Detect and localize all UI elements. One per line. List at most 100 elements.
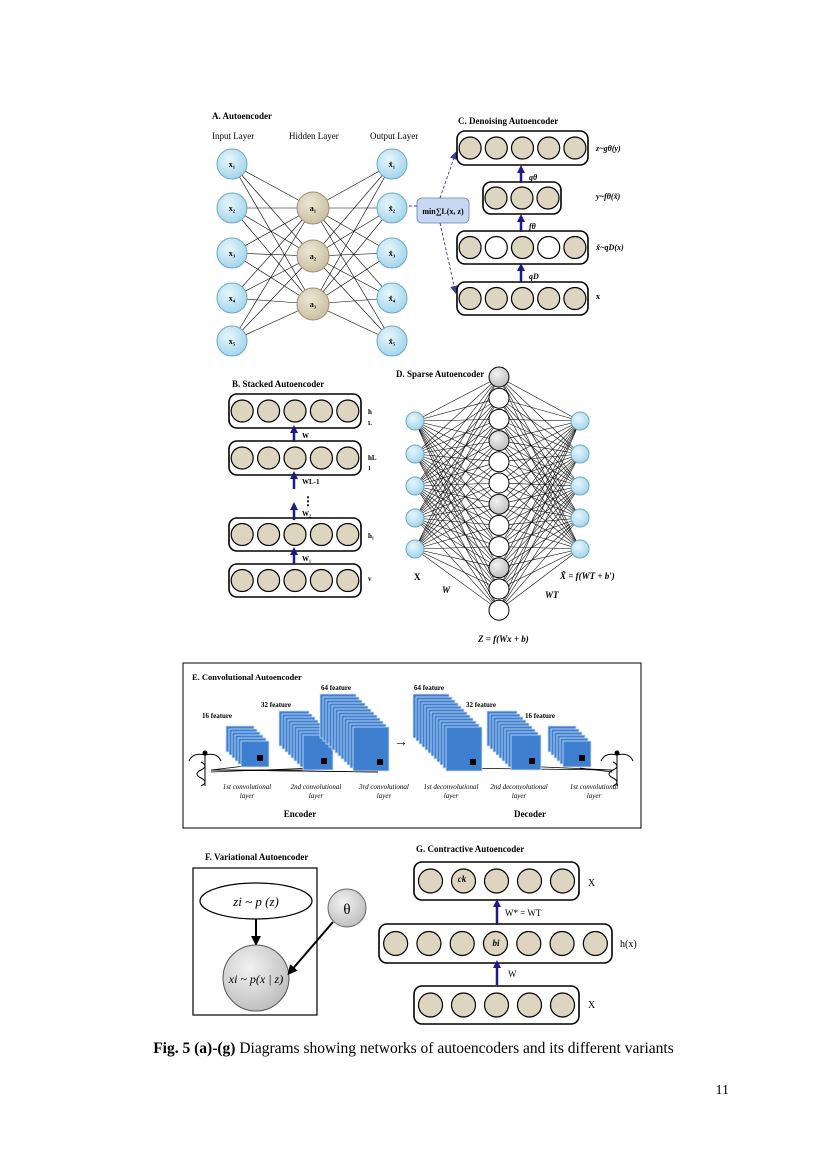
- input-node-label: x₂: [229, 204, 236, 213]
- panel-d-output-node: [570, 539, 590, 559]
- enc-layer-3-a: 3rd convolutional: [358, 783, 409, 791]
- loss-dashed-to-bottom: [439, 222, 459, 294]
- unit-node: [417, 868, 444, 894]
- panel-d-z-label: Z = f(Wx + b): [477, 634, 529, 644]
- panel-d-edge: [414, 517, 500, 547]
- input-node-label: x₁: [229, 160, 236, 169]
- unit-node: [483, 992, 510, 1018]
- unit-node: [536, 186, 560, 210]
- panel-d-edge: [498, 453, 581, 590]
- panel-a-edge: [312, 207, 393, 299]
- panel-d-edge: [498, 485, 581, 505]
- panel-d-edge: [414, 376, 500, 519]
- ck-label: ck: [458, 874, 467, 884]
- dec-layer-3-a: 1st convolutional: [570, 783, 618, 791]
- panel-d-edge: [498, 485, 581, 547]
- output-node-label: x̂₅: [389, 337, 396, 346]
- panel-d-edge: [498, 440, 581, 455]
- unit-node: [449, 930, 475, 957]
- panel-f-variational-autoencoder: F. Variational Autoencoder zi ~ p (z) xi…: [192, 852, 367, 1016]
- panel-d-edge: [498, 419, 581, 422]
- panel-d-edge: [414, 376, 500, 455]
- panel-d-edge: [498, 420, 581, 568]
- panel-b-label-v: v: [368, 575, 372, 583]
- panel-a-edge: [231, 255, 314, 342]
- input-layer-header: Input Layer: [212, 131, 254, 141]
- panel-d-edge: [414, 376, 500, 550]
- panel-d-edge: [498, 453, 581, 547]
- dec-feature-64: 64 feature: [414, 684, 444, 692]
- panel-d-edge: [498, 397, 581, 455]
- feature-map: [445, 726, 483, 772]
- unit-node: [458, 286, 482, 311]
- panel-d-edge: [414, 398, 500, 550]
- unit-node: [230, 399, 254, 423]
- panel-d-edge: [414, 482, 500, 519]
- panel-d-edge: [498, 420, 581, 441]
- panel-d-sparse-autoencoder: D. Sparse Autoencoder X W WT Z = f(Wx + …: [396, 366, 615, 644]
- panel-d-edge: [414, 398, 500, 487]
- panel-d-input-node: [405, 444, 425, 464]
- output-node: [376, 282, 408, 314]
- panel-b-label-h: h: [368, 408, 372, 416]
- unit-node: [582, 930, 608, 957]
- panel-d-edge: [498, 420, 581, 484]
- panel-d-hidden-node: [488, 366, 510, 388]
- panel-d-output-node: [570, 444, 590, 464]
- panel-d-edge: [414, 517, 500, 611]
- panel-g-contractive-autoencoder: G. Contractive Autoencoder X h(x) X W* =…: [378, 844, 637, 1025]
- panel-d-hidden-node: [488, 387, 510, 409]
- loss-box: [416, 197, 470, 224]
- panel-d-edge: [498, 485, 581, 526]
- panel-d-edge: [498, 485, 581, 590]
- unit-node: [482, 930, 509, 957]
- panel-d-edge: [498, 453, 581, 463]
- hidden-node-label: a₁: [310, 204, 317, 213]
- panel-e-feature-stacks: [225, 693, 592, 772]
- panel-d-input-node: [405, 476, 425, 496]
- unit-node: [230, 446, 254, 470]
- panel-d-w-label: W: [442, 585, 451, 595]
- panel-d-edge: [498, 548, 581, 590]
- kernel-marker: [470, 759, 476, 765]
- input-node: [216, 148, 248, 180]
- panel-c-label-x: x: [596, 292, 600, 301]
- panel-d-edge: [414, 419, 500, 455]
- panel-d-hidden-node: [488, 408, 510, 430]
- panel-d-edge: [498, 453, 581, 505]
- output-node-label: x̂₄: [389, 294, 396, 303]
- panel-d-edge: [414, 548, 500, 611]
- unit-node: [537, 136, 561, 160]
- enc-stack-16: [225, 725, 270, 768]
- arrow-g-theta-label: gθ: [528, 173, 538, 182]
- dec-layer-1-a: 1st deconvolutional: [423, 783, 478, 791]
- panel-e-frame: [182, 662, 642, 829]
- unit-node: [510, 235, 535, 260]
- loss-dashed-to-top: [439, 151, 458, 199]
- enc-feature-16: 16 feature: [202, 712, 232, 720]
- output-node-label: x̂₃: [389, 249, 396, 258]
- panel-d-edge: [414, 419, 500, 550]
- panel-c-label-y: y~fθ(x̃): [595, 192, 621, 201]
- panel-d-edge: [414, 376, 500, 487]
- panel-a-title: A. Autoencoder: [212, 111, 272, 121]
- decoder-label: Decoder: [514, 809, 546, 819]
- unit-node: [563, 235, 587, 260]
- panel-a-edge: [312, 207, 393, 342]
- panel-d-edge: [498, 482, 581, 487]
- panel-d-edge: [414, 440, 500, 519]
- panel-d-hidden-node: [488, 430, 510, 452]
- input-node: [216, 282, 248, 314]
- panel-d-edge: [414, 420, 500, 441]
- enc-connection-line: [210, 765, 246, 771]
- panel-d-hidden-node: [488, 557, 510, 579]
- hidden-node-label: a₃: [310, 300, 317, 309]
- dec-layer-1-b: layer: [444, 792, 459, 800]
- caption-text: Diagrams showing networks of autoencoder…: [235, 1040, 674, 1057]
- panel-d-edge: [498, 419, 581, 487]
- panel-d-edge: [414, 461, 500, 519]
- enc-layer-1-a: 1st convolutional: [223, 783, 271, 791]
- panel-a-edge: [231, 163, 314, 305]
- unit-node: [483, 868, 510, 894]
